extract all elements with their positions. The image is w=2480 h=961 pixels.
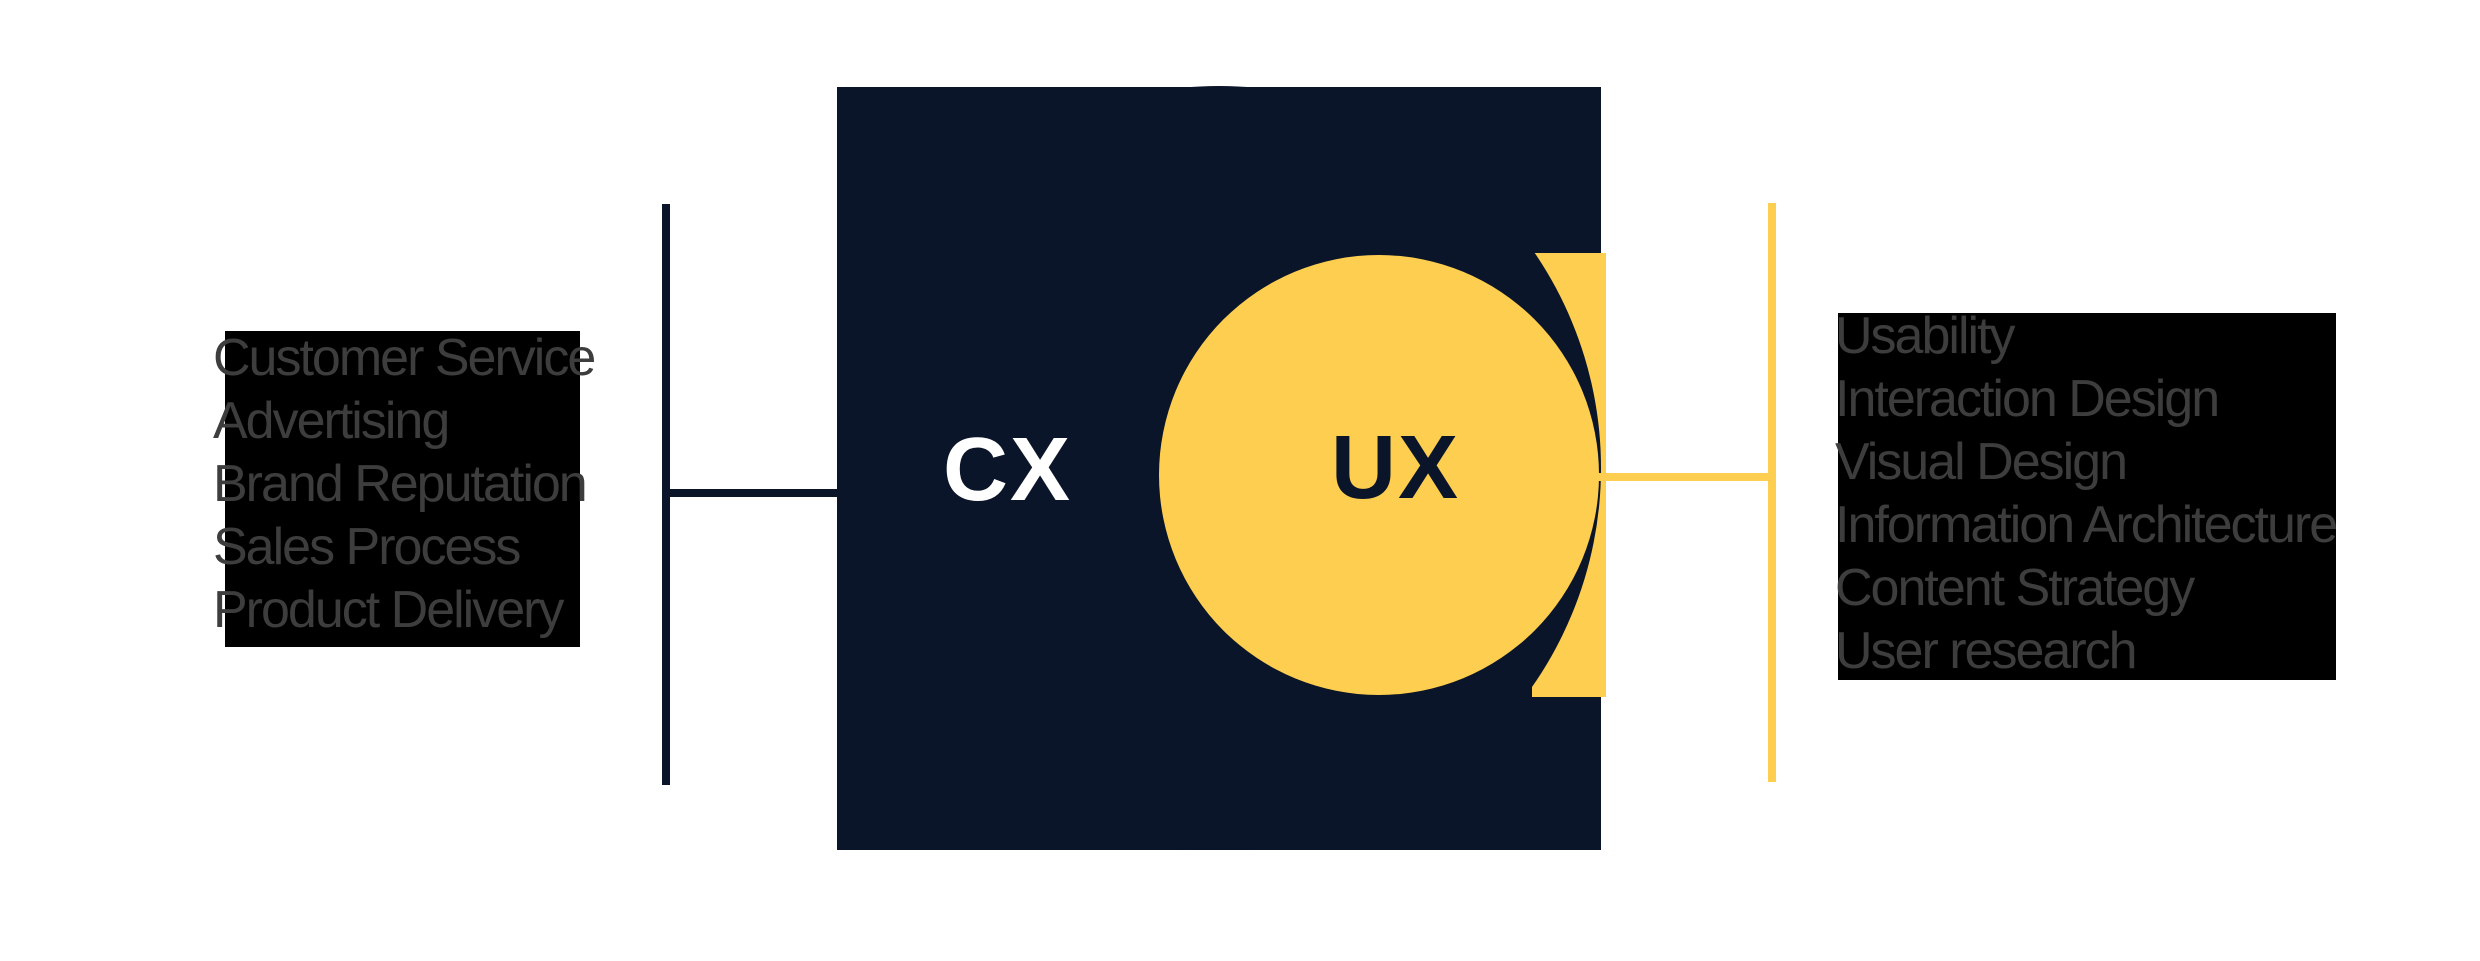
list-item: User research xyxy=(1835,622,2138,680)
ux-connector-line xyxy=(1598,473,1776,481)
list-item: Visual Design xyxy=(1835,433,2128,491)
list-item: Interaction Design xyxy=(1835,370,2220,428)
list-item: Advertising xyxy=(213,392,450,450)
list-item: Sales Process xyxy=(213,518,521,576)
ux-bracket-line xyxy=(1768,203,1776,782)
list-item: Brand Reputation xyxy=(213,455,588,513)
ux-label: UX xyxy=(1331,418,1461,518)
cx-bracket-line xyxy=(662,204,670,785)
cx-factors-panel xyxy=(225,331,580,647)
list-item: Information Architecture xyxy=(1835,496,2338,554)
list-item: Customer Service xyxy=(213,329,596,387)
cx-connector-line xyxy=(670,489,837,497)
ux-factors-panel xyxy=(1838,313,2336,680)
list-item: Product Delivery xyxy=(213,581,564,639)
cx-label: CX xyxy=(943,420,1073,520)
list-item: Usability xyxy=(1835,307,2016,365)
ux-circle xyxy=(1159,255,1599,695)
list-item: Content Strategy xyxy=(1835,559,2195,617)
